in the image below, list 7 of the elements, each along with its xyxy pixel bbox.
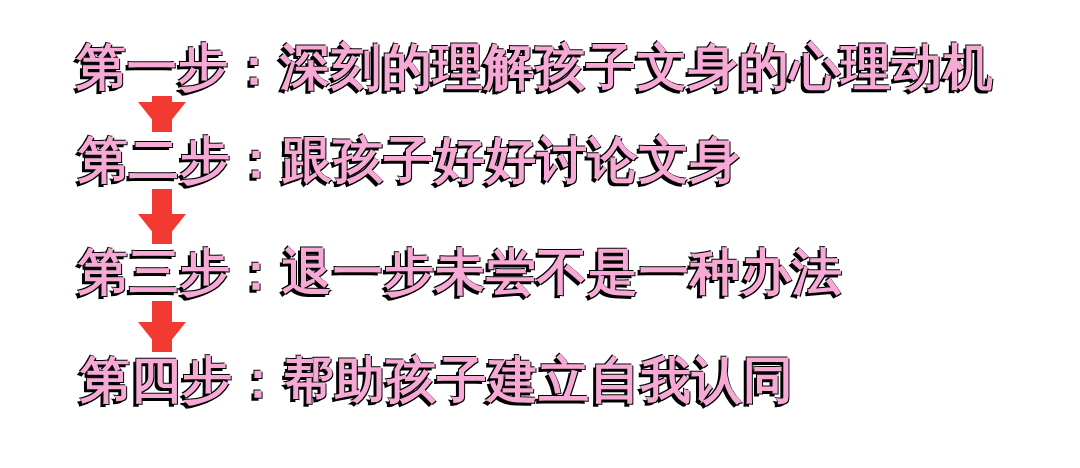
step-text: 第三步：退一步未尝不是一种办法 <box>78 245 843 299</box>
arrow <box>138 96 186 132</box>
step-text: 第四步：帮助孩子建立自我认同 <box>80 353 794 407</box>
step-text: 第一步：深刻的理解孩子文身的心理动机 <box>76 40 994 94</box>
step-text: 第二步：跟孩子好好讨论文身 <box>78 133 741 187</box>
arrow <box>138 301 186 352</box>
arrow <box>138 189 186 244</box>
